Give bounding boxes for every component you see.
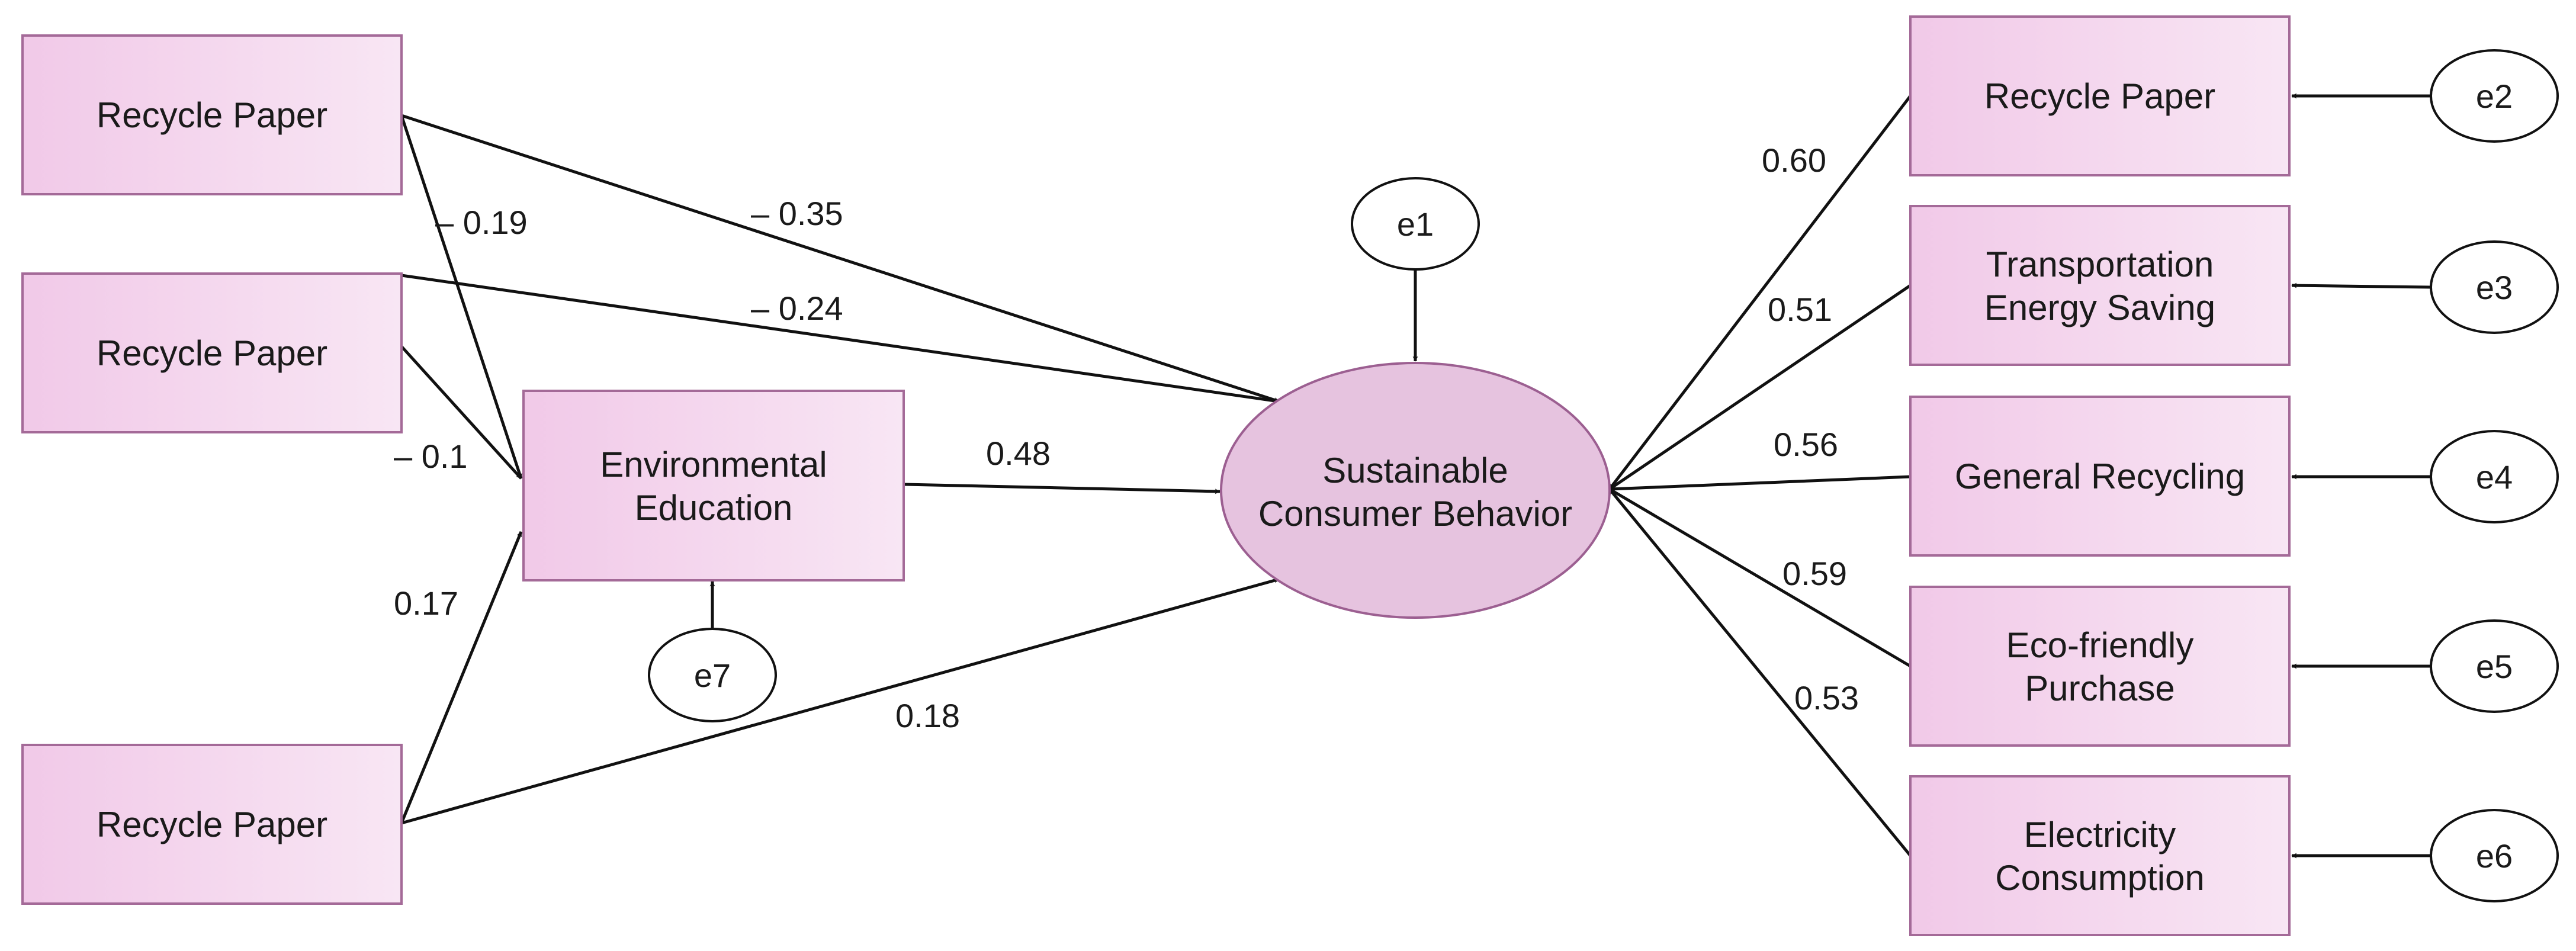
path-mid-to-ee — [400, 345, 522, 480]
node-right-2-line1: Transportation — [1986, 245, 2214, 284]
path-r4-to-scb — [1608, 487, 1912, 668]
label-r1: 0.60 — [1762, 142, 1826, 179]
label-r3: 0.56 — [1774, 426, 1838, 463]
node-right-1: Recycle Paper — [1909, 15, 2291, 176]
error-e1: e1 — [1351, 177, 1480, 271]
label-r5: 0.53 — [1794, 679, 1859, 717]
error-e4-label: e4 — [2476, 458, 2513, 496]
node-right-5-line2: Consumption — [1995, 858, 2205, 898]
path-r1-to-scb — [1608, 95, 1912, 490]
node-left-bottom-label: Recycle Paper — [97, 805, 327, 844]
path-r5-to-scb — [1608, 488, 1912, 857]
node-environmental-education-line1: Environmental — [600, 445, 827, 484]
error-e4-ellipse — [2430, 430, 2559, 523]
path-ee-to-scb — [904, 483, 1220, 494]
error-e6-ellipse — [2430, 809, 2559, 902]
path-bottom-to-scb — [401, 577, 1280, 825]
label-top-to-ee: – 0.19 — [435, 204, 528, 241]
node-right-2: Transportation Energy Saving — [1909, 205, 2291, 366]
error-e6: e6 — [2430, 809, 2559, 902]
node-right-4-line2: Purchase — [2025, 669, 2174, 708]
path-r2-to-scb — [1608, 284, 1912, 491]
label-top-to-scb: – 0.35 — [751, 195, 843, 232]
node-environmental-education-line2: Education — [635, 488, 793, 528]
label-ee-to-scb: 0.48 — [986, 435, 1051, 472]
label-r4: 0.59 — [1782, 555, 1847, 592]
node-left-top-label: Recycle Paper — [97, 95, 327, 135]
node-right-1-box — [1909, 15, 2291, 176]
label-mid-to-scb: – 0.24 — [751, 290, 843, 327]
node-right-5-line1: Electricity — [2024, 815, 2176, 854]
label-bottom-to-ee: 0.17 — [394, 584, 458, 622]
error-e6-label: e6 — [2476, 837, 2513, 875]
node-right-3: General Recycling — [1909, 396, 2291, 557]
path-labels: – 0.35 – 0.19 – 0.24 – 0.1 0.17 0.18 0.4… — [394, 142, 1859, 734]
error-e3: e3 — [2430, 240, 2559, 334]
error-e5-ellipse — [2430, 619, 2559, 713]
error-e2-ellipse — [2430, 49, 2559, 143]
node-left-bottom: Recycle Paper — [21, 744, 403, 905]
label-r2: 0.51 — [1768, 291, 1832, 328]
path-top-to-ee — [400, 115, 523, 479]
error-e7-label: e7 — [694, 657, 731, 694]
error-e2-label: e2 — [2476, 78, 2513, 115]
node-right-4: Eco-friendly Purchase — [1909, 586, 2291, 747]
error-e4: e4 — [2430, 430, 2559, 523]
path-r3-to-scb — [1609, 475, 1911, 492]
error-e5-label: e5 — [2476, 648, 2513, 685]
node-right-1-label: Recycle Paper — [1984, 76, 2215, 116]
path-top-to-scb — [401, 114, 1280, 403]
paths — [400, 93, 2432, 859]
node-environmental-education: Environmental Education — [522, 390, 905, 581]
node-left-bottom-box — [21, 744, 403, 905]
node-scb-line2: Consumer Behavior — [1258, 494, 1572, 534]
error-e3-label: e3 — [2476, 269, 2513, 306]
error-e7: e7 — [648, 628, 777, 722]
node-right-5-box — [1909, 775, 2291, 936]
node-left-top: Recycle Paper — [21, 34, 403, 195]
node-scb-line1: Sustainable — [1322, 451, 1508, 490]
node-left-mid: Recycle Paper — [21, 272, 403, 433]
node-right-3-box — [1909, 396, 2291, 557]
label-mid-to-ee: – 0.1 — [394, 438, 468, 475]
error-e7-ellipse — [648, 628, 777, 722]
path-bottom-to-ee — [400, 531, 523, 824]
node-sustainable-consumer-behavior: Sustainable Consumer Behavior — [1220, 362, 1611, 619]
error-e3-ellipse — [2430, 240, 2559, 334]
error-e2: e2 — [2430, 49, 2559, 143]
error-e1-label: e1 — [1397, 205, 1434, 243]
node-environmental-education-box — [522, 390, 905, 581]
label-bottom-to-scb: 0.18 — [895, 697, 960, 734]
error-e1-ellipse — [1351, 177, 1480, 271]
node-right-4-box — [1909, 586, 2291, 747]
path-e3-to-r2 — [2291, 282, 2432, 289]
node-right-5: Electricity Consumption — [1909, 775, 2291, 936]
node-right-4-line1: Eco-friendly — [2006, 625, 2194, 665]
node-left-mid-box — [21, 272, 403, 433]
node-right-2-line2: Energy Saving — [1984, 288, 2215, 327]
node-sustainable-consumer-behavior-ellipse — [1220, 362, 1611, 619]
node-left-top-box — [21, 34, 403, 195]
node-left-mid-label: Recycle Paper — [97, 333, 327, 373]
error-e5: e5 — [2430, 619, 2559, 713]
node-right-3-label: General Recycling — [1955, 457, 2245, 496]
node-right-2-box — [1909, 205, 2291, 366]
path-mid-to-scb — [401, 274, 1280, 404]
